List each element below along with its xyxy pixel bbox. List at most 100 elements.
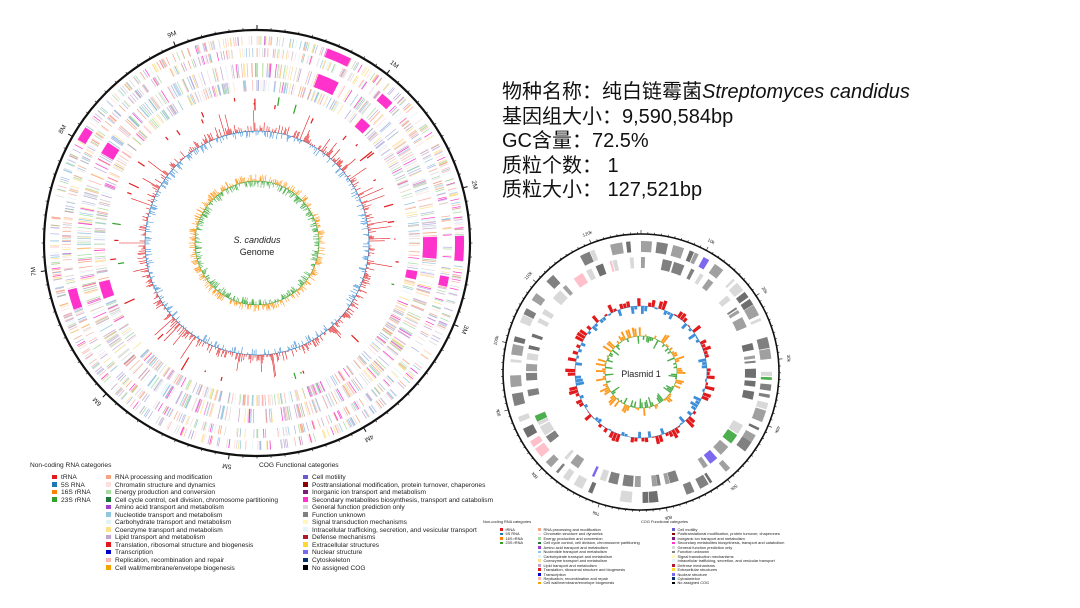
gene-track-mark <box>401 153 414 162</box>
gene-track-mark <box>278 37 281 47</box>
gene-track-mark <box>244 394 246 406</box>
gene-track-mark <box>72 178 82 182</box>
gene-track-mark <box>419 332 428 338</box>
legend-label: 5S RNA <box>61 481 85 489</box>
gc-content-mark <box>220 349 224 358</box>
gene-track-mark <box>424 158 433 163</box>
gc-content-mark <box>193 150 197 156</box>
plasmid-gene-block <box>686 268 695 280</box>
gene-track-mark <box>128 116 140 127</box>
legend-label: No assigned COG <box>312 564 366 572</box>
gene-track-mark <box>283 82 287 94</box>
scale-tick <box>585 498 587 501</box>
gene-track-mark <box>391 339 404 349</box>
gc-content-mark <box>147 193 155 198</box>
gene-track-mark <box>367 407 373 415</box>
gc-content-mark <box>176 164 183 170</box>
gc-content-mark <box>362 280 365 282</box>
plasmid-gc-skew-mark <box>656 395 663 403</box>
gc-skew-mark <box>288 290 292 295</box>
gc-skew-mark <box>225 181 230 188</box>
gc-content-mark <box>352 301 359 306</box>
gene-track-mark <box>400 188 411 194</box>
gc-content-mark <box>351 187 355 190</box>
gene-track-mark <box>129 79 136 88</box>
ncrna-mark <box>200 111 205 118</box>
gene-track-mark <box>248 408 250 423</box>
gene-track-mark <box>241 63 243 78</box>
gene-track-mark <box>422 227 437 230</box>
gc-content-mark <box>326 142 337 156</box>
gene-track-mark <box>167 421 172 430</box>
plasmid-gc-mark <box>575 399 583 405</box>
gene-track-mark <box>382 83 389 91</box>
scale-tick <box>416 383 420 386</box>
scale-tick <box>125 71 128 75</box>
gc-skew-mark <box>221 288 226 295</box>
scale-tick <box>774 406 777 408</box>
gene-track-mark <box>172 103 179 114</box>
gc-skew-mark <box>244 303 246 308</box>
gene-track-mark <box>390 389 397 397</box>
gene-track-mark <box>398 183 409 188</box>
gene-track-mark <box>400 151 413 160</box>
gc-content-mark <box>162 301 166 304</box>
gc-skew-mark <box>224 294 227 297</box>
gc-content-mark <box>165 178 169 182</box>
gene-track-mark <box>369 344 379 353</box>
plasmid-gc-mark <box>658 434 664 443</box>
gene-track-mark <box>139 129 148 138</box>
gene-track-mark <box>417 286 431 291</box>
gene-track-mark <box>402 121 410 128</box>
gene-track-mark <box>249 408 251 423</box>
gene-track-mark <box>363 409 369 418</box>
gc-skew-mark <box>195 217 200 221</box>
gc-content-mark <box>271 354 275 378</box>
gene-track-mark <box>85 353 94 360</box>
gene-track-mark <box>365 368 376 380</box>
gene-track-mark <box>63 312 72 317</box>
gene-track-mark <box>245 80 247 92</box>
gene-track-mark <box>132 76 139 85</box>
gene-track-mark <box>94 252 106 254</box>
gene-track-mark <box>402 321 416 330</box>
gene-track-mark <box>319 59 324 69</box>
gene-track-mark <box>273 393 276 405</box>
gene-track-mark <box>133 76 140 85</box>
gc-content-mark <box>152 287 155 289</box>
gene-track-mark <box>441 215 451 218</box>
gene-track-mark <box>421 217 436 221</box>
gene-track-mark <box>306 42 310 52</box>
plasmid-gc-skew-mark <box>673 366 677 369</box>
gene-track-mark <box>95 113 103 120</box>
legend-label: RNA processing and modification <box>543 527 601 532</box>
scale-tick <box>433 361 437 363</box>
gene-track-mark <box>64 274 74 278</box>
gc-skew-mark <box>270 180 272 183</box>
plasmid-gene-block <box>526 352 539 361</box>
gc-skew-mark <box>308 276 315 281</box>
gc-skew-mark <box>207 194 213 200</box>
gc-skew-mark <box>213 198 216 201</box>
gene-track-mark <box>142 85 148 93</box>
gene-track-mark <box>270 408 273 423</box>
gene-track-mark <box>346 365 354 375</box>
gc-content-mark <box>202 138 206 144</box>
gene-track-mark <box>110 310 122 316</box>
gc-content-mark <box>154 287 158 289</box>
legend-swatch <box>106 497 111 502</box>
gene-track-mark <box>52 274 62 277</box>
gc-skew-mark <box>201 214 208 219</box>
gc-skew-mark <box>287 186 291 190</box>
gc-content-mark <box>147 279 152 281</box>
gene-track-mark <box>182 78 190 92</box>
gc-skew-mark <box>198 275 205 279</box>
gene-track-mark <box>98 370 106 377</box>
gc-content-mark <box>198 337 200 339</box>
gc-content-mark <box>217 348 220 355</box>
gc-content-mark <box>361 228 369 230</box>
gene-track-mark <box>180 50 185 59</box>
plasmid-gene-block <box>526 363 538 372</box>
gc-content-mark <box>154 317 174 336</box>
gene-track-mark <box>293 67 298 82</box>
